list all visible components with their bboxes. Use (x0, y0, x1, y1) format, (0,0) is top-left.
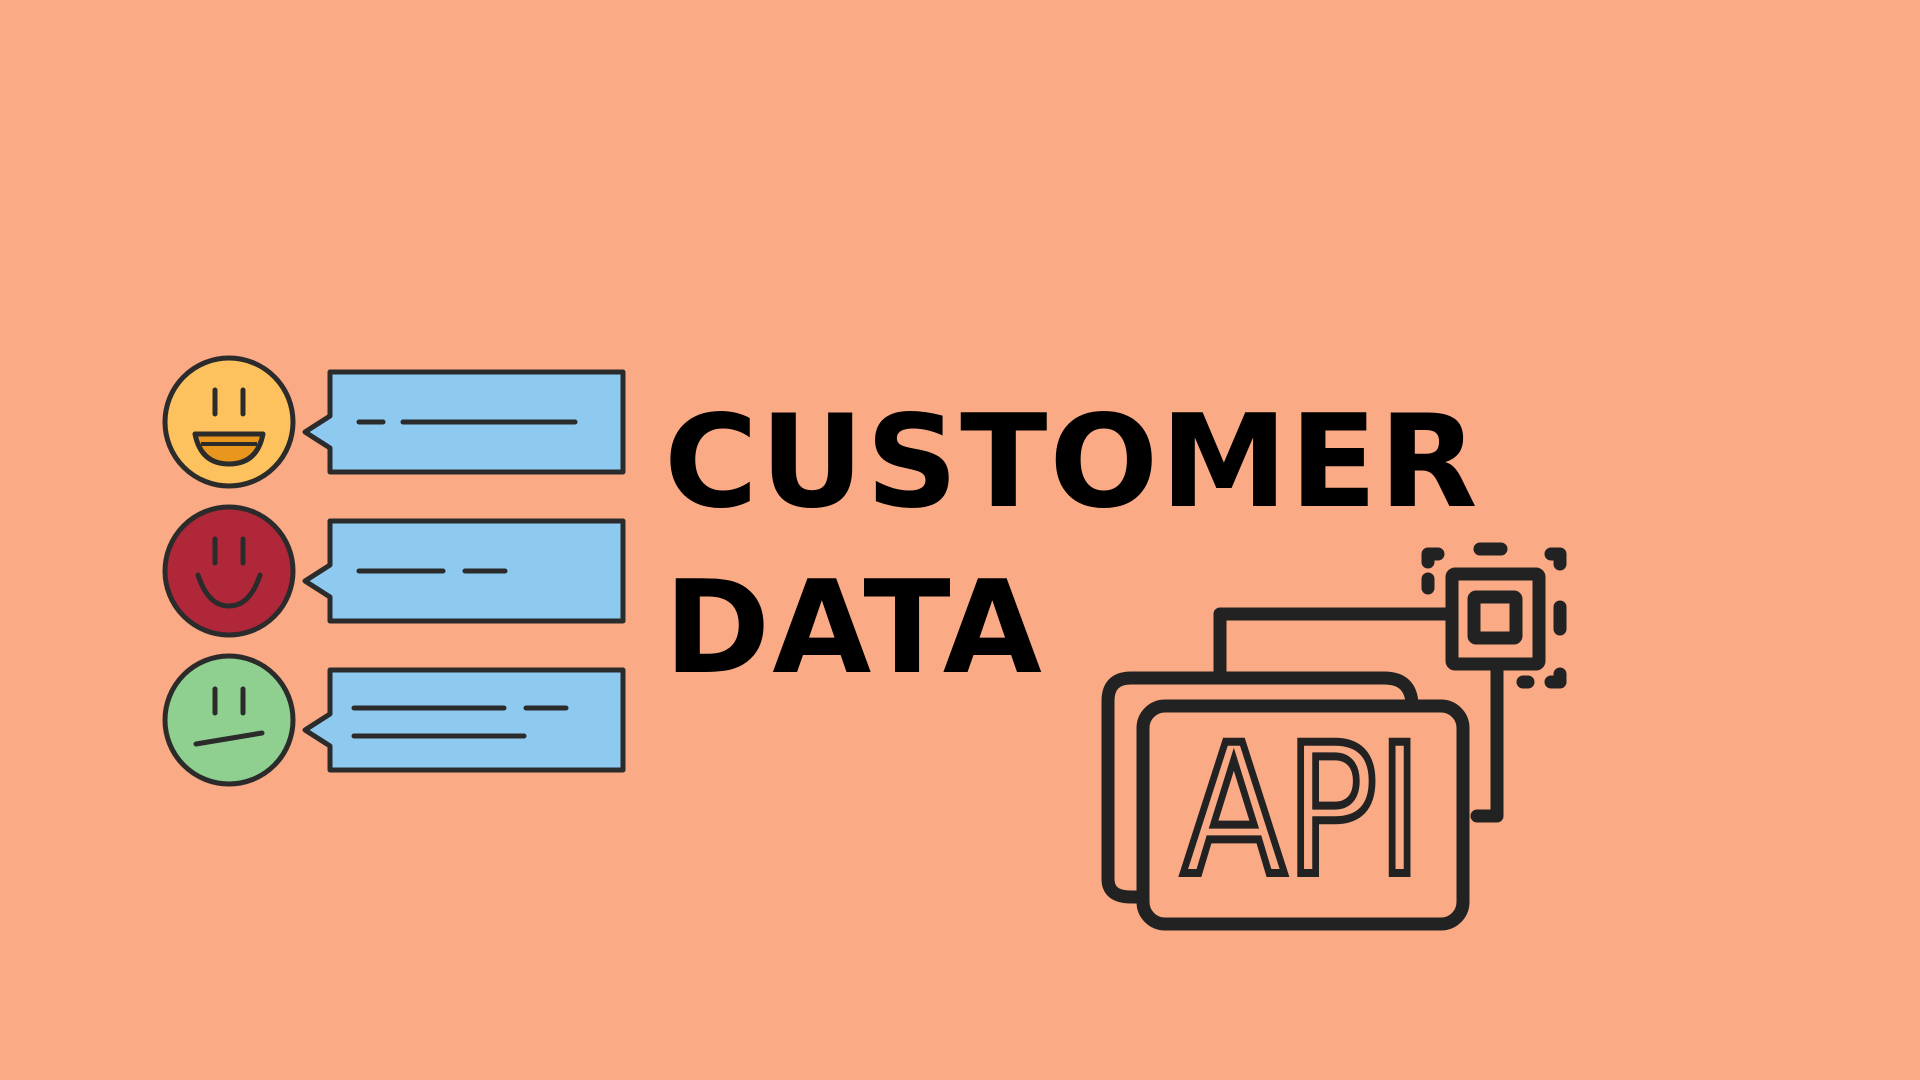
red-smiling-face-icon (162, 504, 296, 638)
feedback-row-happy (162, 355, 626, 489)
neutral-face-icon (162, 653, 296, 787)
api-chip-outer (1445, 567, 1546, 671)
page-title-line-2: DATA (664, 554, 1044, 703)
api-front-card (1136, 699, 1470, 931)
scan-corner-bottom-right (1516, 667, 1567, 689)
speech-bubble-icon (302, 518, 626, 624)
page-title-line-1: CUSTOMER (664, 388, 1480, 537)
api-connector-side (1470, 663, 1504, 823)
api-connector-top (1213, 607, 1455, 681)
feedback-row-red (162, 504, 626, 638)
speech-bubble-icon (302, 667, 626, 773)
api-back-card (1101, 671, 1419, 904)
api-chip-inner (1467, 590, 1523, 645)
api-card-label: API (1182, 707, 1422, 916)
scan-corner-top-left (1421, 547, 1445, 595)
happy-face-icon (162, 355, 296, 489)
api-chip-icon: API (1101, 542, 1567, 931)
scan-corner-top-right (1544, 547, 1567, 571)
speech-bubble-icon (302, 369, 626, 475)
feedback-row-neutral (162, 653, 626, 787)
customer-feedback-illustration (162, 355, 626, 787)
